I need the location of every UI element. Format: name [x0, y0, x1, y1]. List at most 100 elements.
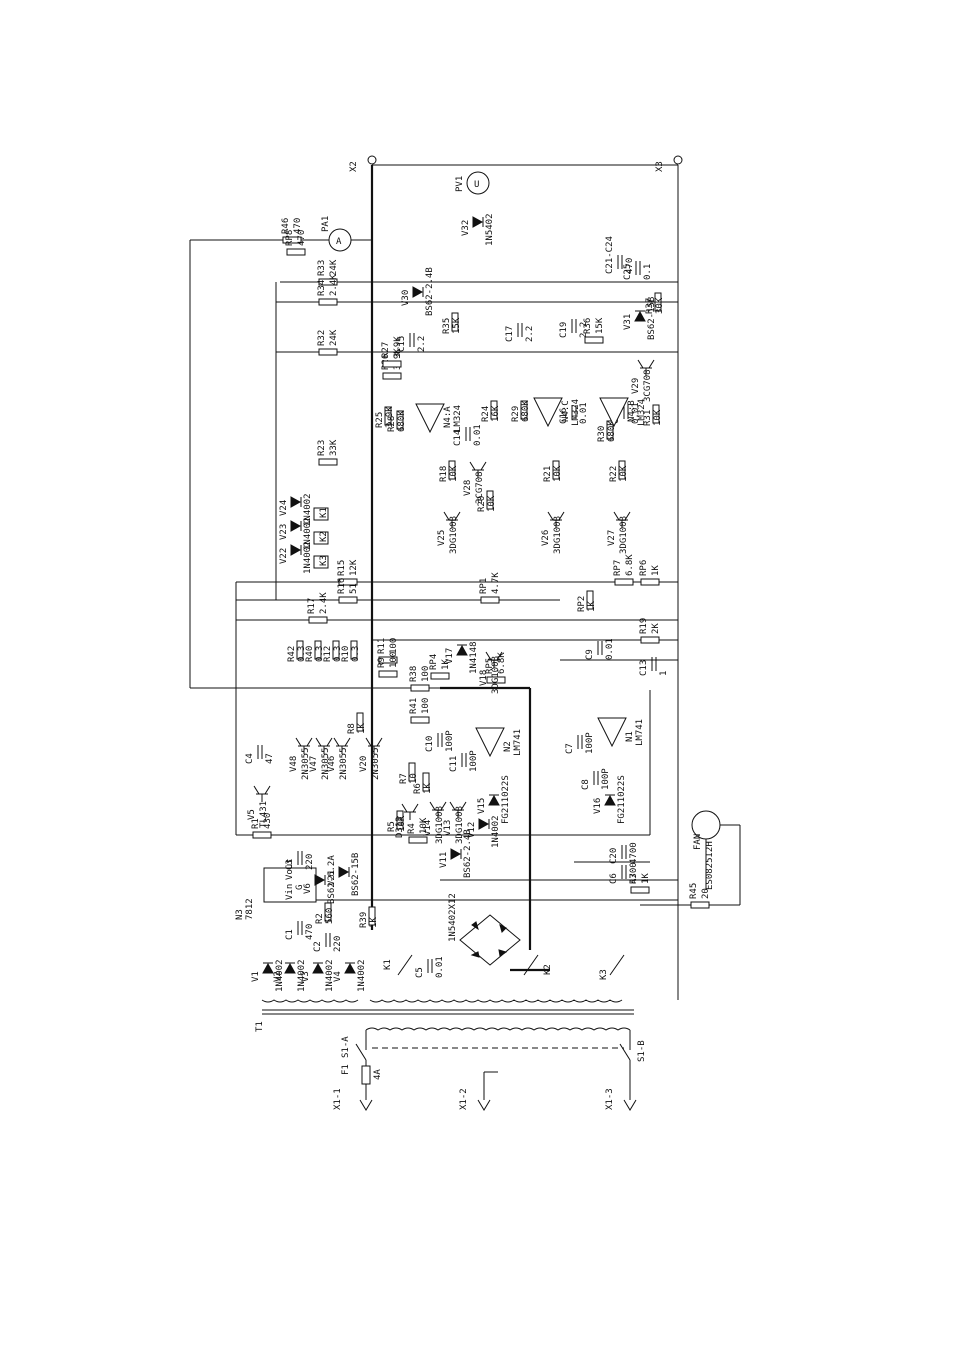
resistor-ref: R17	[307, 598, 317, 614]
diode-part: BS62-2.4B	[463, 829, 473, 878]
capacitor-value: 470	[625, 258, 635, 274]
capacitor-value: 0.01	[579, 402, 589, 424]
resistor-value: 100	[389, 652, 399, 668]
relay-k2-contact: K2	[543, 964, 553, 975]
transistor-part: 3DG100B	[435, 806, 445, 844]
resistor-value: 33K	[329, 439, 339, 456]
capacitor-value: 1	[659, 671, 669, 676]
relay-k3-contact: K3	[599, 969, 609, 980]
resistor-value: 1K	[357, 723, 367, 734]
diode-ref: V23	[279, 524, 289, 540]
resistor-value: 1K	[651, 565, 661, 576]
voltmeter-ref: PV1	[455, 176, 465, 192]
resistor-value: 10K	[397, 815, 407, 832]
fan-motor: FAN ES0825I2H	[640, 810, 741, 906]
resistor-ref: R6	[413, 783, 423, 794]
diode-ref: V3	[301, 971, 311, 982]
resistor-value: 560	[325, 908, 335, 924]
capacitor-ref: C16	[559, 408, 569, 424]
transistor-part: 3CG708	[475, 471, 485, 504]
diode-v11: V11 BS62-2.4B	[439, 829, 473, 878]
transistor-part: 3DG100B	[619, 516, 629, 554]
resistor-value: 12K	[349, 559, 359, 576]
diode-part: 1N4002	[491, 815, 501, 848]
resistor-ref: R40	[305, 646, 315, 662]
opamp-part: LM741	[635, 719, 645, 746]
capacitor-ref: C5	[415, 967, 425, 978]
opamp-ref: N4:B	[627, 400, 637, 422]
transistor-part: 3CG708	[643, 369, 653, 402]
resistor-value: 2.4K	[319, 592, 329, 614]
resistor-ref: R22	[609, 466, 619, 482]
capacitor-value: 0.01	[631, 402, 641, 424]
resistor-value: 0.3	[315, 646, 325, 662]
diode-part: BS62-2.4B	[425, 267, 435, 316]
terminal-x2-node	[367, 155, 377, 165]
resistor-value: 4.7K	[491, 572, 501, 594]
resistor-value: 10	[409, 773, 419, 784]
resistor-value: 2K	[651, 623, 661, 634]
resistor-value: 30K	[655, 297, 665, 314]
resistor-value: 680K	[607, 420, 617, 442]
resistor-ref: R27	[381, 342, 391, 358]
capacitor-ref: C4	[245, 753, 255, 764]
main-rails	[189, 164, 679, 1000]
diode-part: 1N4002	[325, 959, 335, 992]
resistor-value: 1K	[587, 601, 597, 612]
capacitor-value: 470	[305, 924, 315, 940]
regulator-n3: N3 7812 Vin Vout G	[235, 858, 317, 920]
regulator-pin-in: Vin	[285, 884, 295, 900]
diode-part: 1N4002	[303, 541, 313, 574]
capacitor-ref: C14	[453, 430, 463, 446]
capacitor-ref: C21-C24	[605, 236, 615, 274]
transistor-ref: V46	[327, 756, 337, 772]
transistor-part: 3DG100B	[553, 516, 563, 554]
diode-ref: V11	[439, 852, 449, 868]
diode-ref: V12	[467, 822, 477, 838]
transistor-part: 3DG100B	[455, 806, 465, 844]
fuse-value: 4A	[373, 1069, 383, 1080]
resistor-ref: RP1	[479, 578, 489, 594]
transistor-ref: V13	[443, 820, 453, 836]
resistor-ref: RP8	[285, 230, 295, 246]
capacitor-value: 100P	[469, 750, 479, 772]
regulator-pin-gnd: G	[295, 885, 305, 890]
switch-s1a: S1-A	[341, 1036, 351, 1058]
resistor-value: 0.3	[333, 646, 343, 662]
diode-ref: V22	[279, 548, 289, 564]
terminal-x1-1: X1-1	[333, 1088, 343, 1110]
diode-part: BS62-15B	[351, 853, 361, 896]
opamp-ref: N1	[625, 731, 635, 742]
ammeter-ref: PA1	[321, 216, 331, 232]
opamp-ref: N4:C	[561, 400, 571, 422]
resistor-ref: R35	[442, 318, 452, 334]
terminal-x1-3: X1-3	[605, 1088, 615, 1110]
